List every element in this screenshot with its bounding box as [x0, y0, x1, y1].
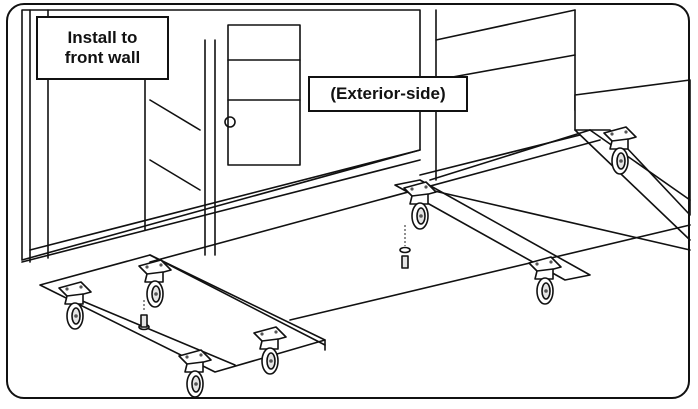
caster-wheel-front-mid-right: [253, 326, 287, 375]
caster-wheel-front-mid-left: [178, 349, 212, 398]
caster-wheel-rear-right: [603, 126, 637, 175]
caster-wheel-rear-left: [403, 181, 437, 230]
callout-install-front-wall: Install to front wall: [36, 16, 169, 80]
lock-icon: [224, 116, 236, 128]
callout-line-1: Install to: [67, 28, 138, 48]
caster-wheel-front-left-inner: [138, 259, 172, 308]
rear-base-rail: [394, 179, 591, 281]
base-frame: [39, 129, 691, 373]
caster-wheel-rear-mid: [528, 256, 562, 305]
bolt-fastener-front: [138, 300, 150, 331]
callout-exterior-side: (Exterior-side): [308, 76, 468, 112]
callout-exterior-label: (Exterior-side): [330, 84, 446, 104]
caster-wheel-front-left-outer: [58, 281, 92, 330]
callout-line-2: front wall: [64, 48, 141, 67]
bolt-fastener-rear: [399, 225, 411, 269]
cabinet-drawer: [227, 24, 301, 166]
